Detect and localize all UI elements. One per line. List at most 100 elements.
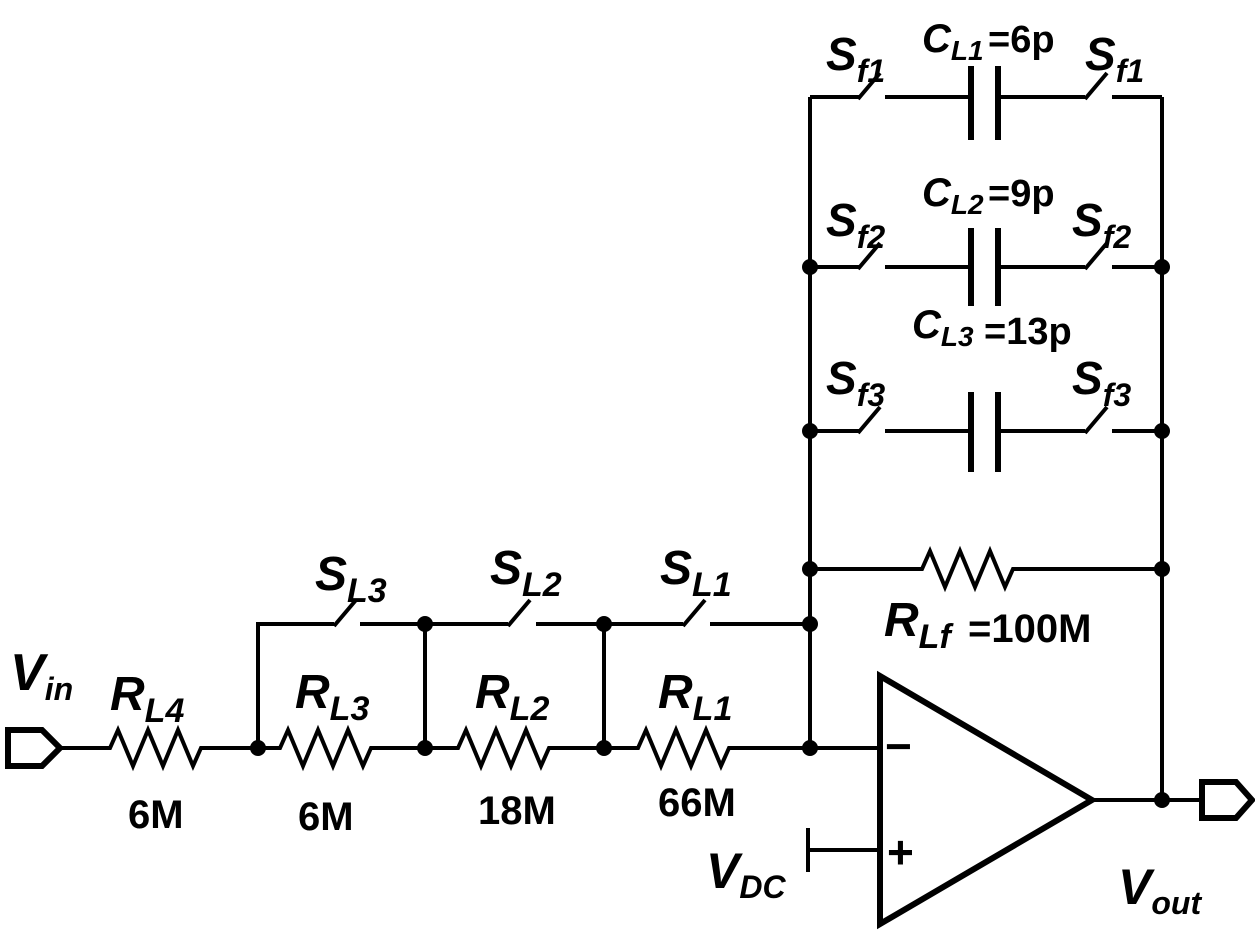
junction-dot <box>802 740 818 756</box>
rl2-sub: L2 <box>510 690 550 728</box>
opamp-triangle <box>877 670 1098 930</box>
vdc-main: V <box>706 843 743 899</box>
junction-dot <box>250 740 266 756</box>
junction-dot <box>1154 259 1170 275</box>
junction-dot <box>802 561 818 577</box>
junction-dot <box>802 259 818 275</box>
junction-dot <box>802 423 818 439</box>
cl1-main: C <box>922 17 952 61</box>
label-sf1-left: Sf1 <box>826 28 885 89</box>
label-vdc: VDC <box>706 843 786 905</box>
label-rl3: RL3 <box>295 666 369 728</box>
value-cl3: =13p <box>984 311 1072 353</box>
sf3-right-main: S <box>1072 352 1103 404</box>
sf3-left-sub: f3 <box>857 377 886 413</box>
junction-dot <box>596 616 612 632</box>
resistor-rlf <box>810 545 1162 593</box>
cl1-sub: L1 <box>951 35 984 66</box>
rl2-main: R <box>475 666 510 719</box>
sf2-left-sub: f2 <box>857 219 886 255</box>
cl2-sub: L2 <box>951 189 984 220</box>
value-rl3: 6M <box>298 795 354 839</box>
cl3-sub: L3 <box>941 321 974 352</box>
resistor-rl1 <box>604 724 880 772</box>
label-sl1: SL1 <box>660 542 732 604</box>
rl3-main: R <box>295 666 330 719</box>
switch-sf2-right <box>1083 241 1109 271</box>
cl2-main: C <box>922 171 952 215</box>
junction-dot <box>596 740 612 756</box>
vin-main: V <box>10 644 49 702</box>
rlf-main: R <box>884 594 919 647</box>
sl3-main: S <box>315 548 347 601</box>
label-rlf: RLf <box>884 594 954 656</box>
vout-main: V <box>1118 859 1155 915</box>
resistor-rl3 <box>258 724 425 772</box>
switch-sf1-left <box>856 71 882 101</box>
sf3-left-main: S <box>826 352 857 404</box>
junction-dot <box>1154 792 1170 808</box>
label-cl1: CL1 <box>922 17 984 66</box>
switch-sl1 <box>681 598 707 628</box>
sf2-right-main: S <box>1072 194 1103 246</box>
rl1-sub: L1 <box>693 690 733 728</box>
sf1-left-main: S <box>826 28 857 80</box>
value-cl1: =6p <box>988 19 1055 61</box>
junction-dot <box>1154 561 1170 577</box>
label-vout: Vout <box>1118 859 1202 921</box>
label-sf2-left: Sf2 <box>826 194 885 255</box>
label-rl1: RL1 <box>658 666 732 728</box>
switch-sf1-right <box>1083 71 1109 101</box>
sl1-sub: L1 <box>692 566 732 604</box>
label-vin: Vin <box>10 644 73 707</box>
opamp-plus-sign: + <box>887 826 914 878</box>
switch-sf3-left <box>856 405 882 435</box>
switch-sl3 <box>332 598 358 628</box>
label-cl2: CL2 <box>922 171 984 220</box>
rl4-sub: L4 <box>145 692 185 730</box>
value-rl1: 66M <box>658 781 736 825</box>
cl3-main: C <box>912 303 942 347</box>
sl3-sub: L3 <box>347 572 387 610</box>
label-sf3-left: Sf3 <box>826 352 885 413</box>
switch-sf2-left <box>856 241 882 271</box>
switch-sf3-right <box>1083 405 1109 435</box>
junction-dot <box>1154 423 1170 439</box>
label-sf3-right: Sf3 <box>1072 352 1131 413</box>
vin-sub: in <box>45 671 73 707</box>
sf3-right-sub: f3 <box>1103 377 1132 413</box>
resistor-rl2 <box>425 724 604 772</box>
junction-dot <box>417 740 433 756</box>
rlf-sub: Lf <box>919 618 955 656</box>
sl1-main: S <box>660 542 692 595</box>
sl2-sub: L2 <box>522 566 562 604</box>
sf1-right-main: S <box>1085 28 1116 80</box>
label-rl4: RL4 <box>110 668 184 730</box>
sf2-left-main: S <box>826 194 857 246</box>
label-sl2: SL2 <box>490 542 562 604</box>
rl1-main: R <box>658 666 693 719</box>
junction-dot <box>802 616 818 632</box>
label-sl3: SL3 <box>315 548 387 610</box>
junction-dot <box>417 616 433 632</box>
vout-sub: out <box>1151 885 1202 921</box>
switch-sl2 <box>506 598 532 628</box>
vout-port-icon <box>1199 779 1255 821</box>
vin-port-icon <box>5 727 65 769</box>
label-sf1-right: Sf1 <box>1085 28 1144 89</box>
value-cl2: =9p <box>988 173 1055 215</box>
rl4-main: R <box>110 668 145 721</box>
vdc-sub: DC <box>739 869 786 905</box>
resistor-rl4 <box>100 724 258 772</box>
sl2-main: S <box>490 542 522 595</box>
label-cl3: CL3 <box>912 303 974 352</box>
label-sf2-right: Sf2 <box>1072 194 1131 255</box>
rl3-sub: L3 <box>330 690 370 728</box>
opamp-minus-sign: − <box>885 720 912 772</box>
sf1-left-sub: f1 <box>857 53 885 89</box>
value-rl2: 18M <box>478 789 556 833</box>
label-rl2: RL2 <box>475 666 549 728</box>
value-rl4: 6M <box>128 793 184 837</box>
